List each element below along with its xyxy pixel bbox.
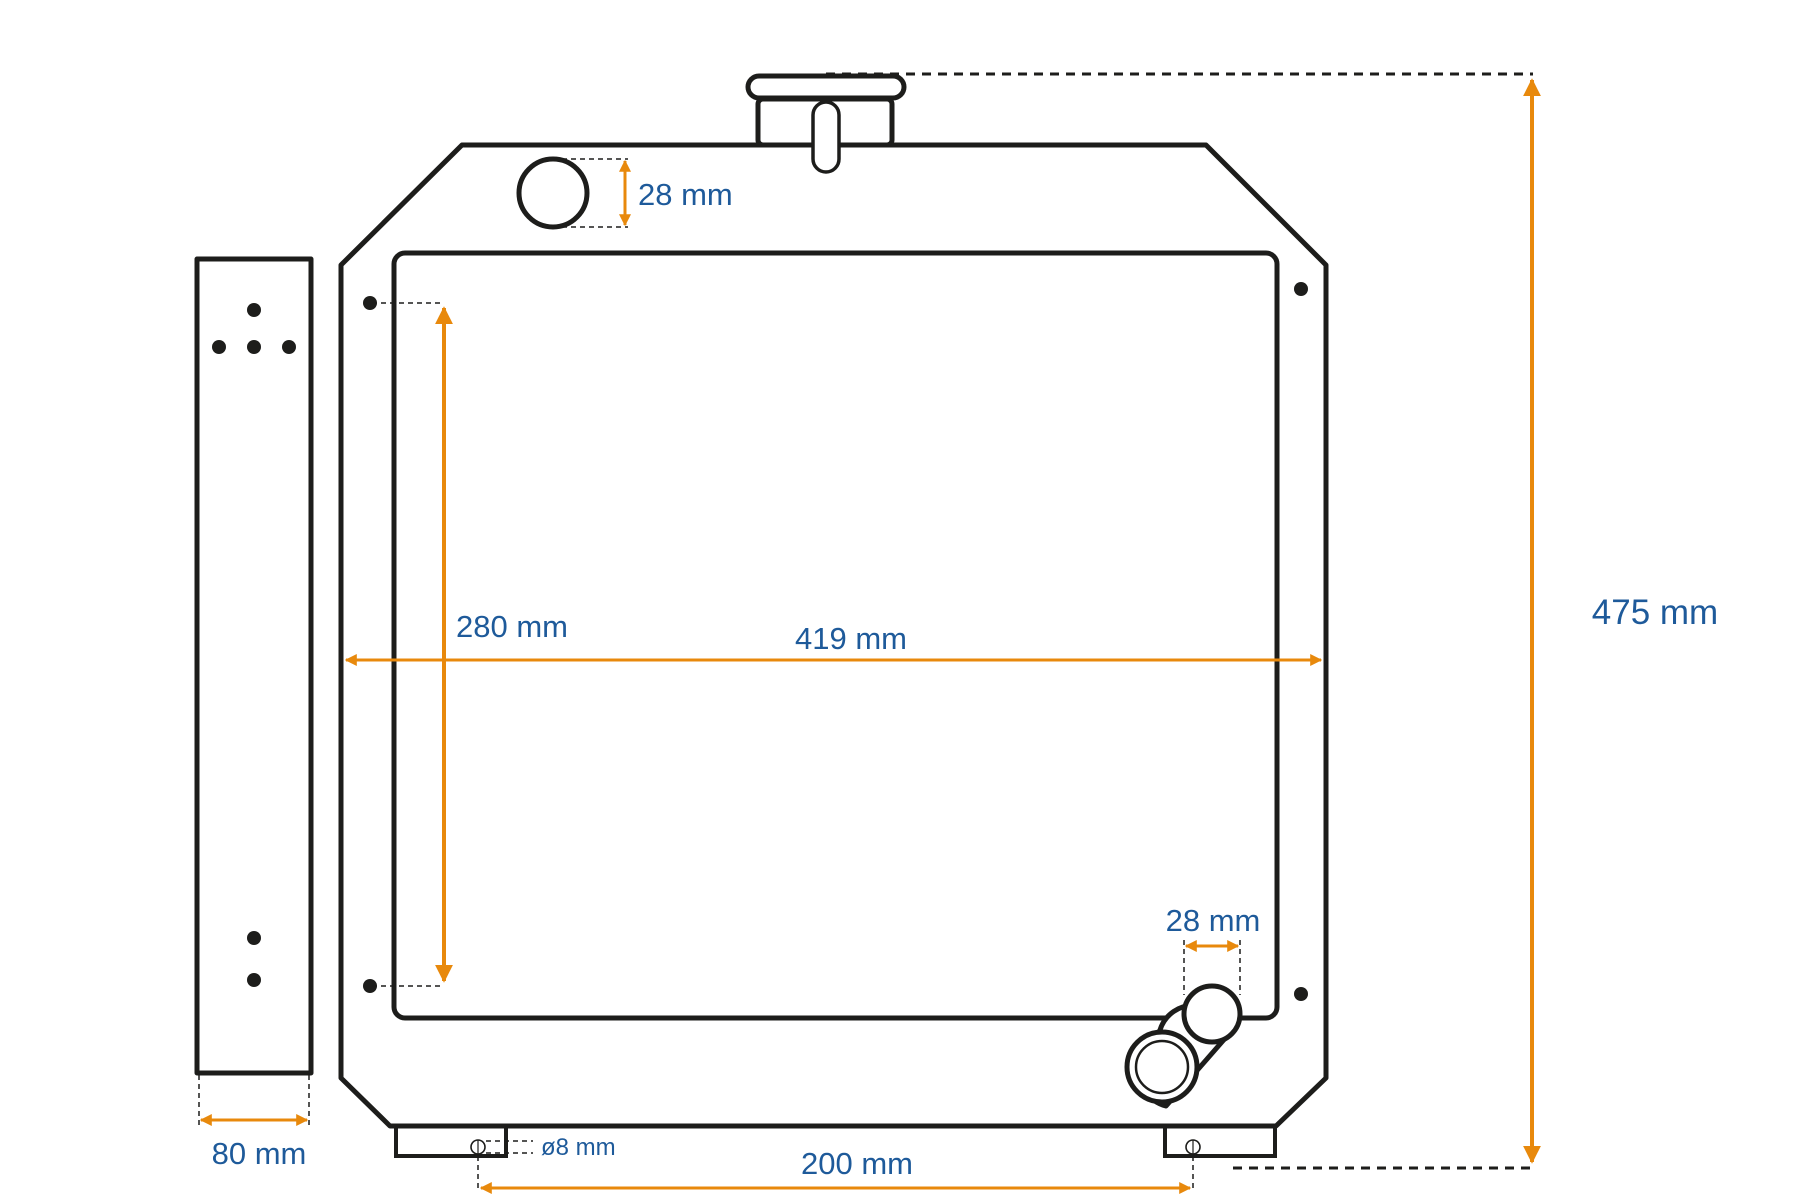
bolt-icon [247,931,261,945]
bolt-icon [363,979,377,993]
bolt-icon [247,973,261,987]
bolt-icon [1294,987,1308,1001]
filler-cap-top [745,73,907,101]
outlet-diameter-label: 28 mm [1166,903,1261,938]
width-label: 419 mm [795,621,907,656]
side-bracket-plate [194,256,314,1076]
outlet-pipe-top [1181,983,1243,1045]
bolt-icon [247,340,261,354]
bracket-width-label: 80 mm [212,1136,307,1171]
total-height-label: 475 mm [1592,593,1718,632]
radiator-core [391,250,1280,1021]
core-height-label: 280 mm [456,609,568,644]
inlet-diameter-label: 28 mm [638,177,733,212]
bolt-icon [1294,282,1308,296]
outlet-pipe [1124,983,1243,1109]
mount-spacing-label: 200 mm [801,1146,913,1181]
bolt-icon [247,303,261,317]
body-bolts [363,282,1308,1001]
bolt-icon [282,340,296,354]
filler-cap-stem [811,100,841,174]
inlet-port [516,156,590,230]
outlet-pipe-inner [1134,1039,1190,1095]
side-bracket [194,256,314,1076]
bolt-icon [363,296,377,310]
bolt-icon [212,340,226,354]
dimensions: 475 mm 419 mm 280 mm 28 mm 28 mm 80 mm 2… [198,72,1718,1194]
mount-hole-label: ø8 mm [541,1134,616,1161]
